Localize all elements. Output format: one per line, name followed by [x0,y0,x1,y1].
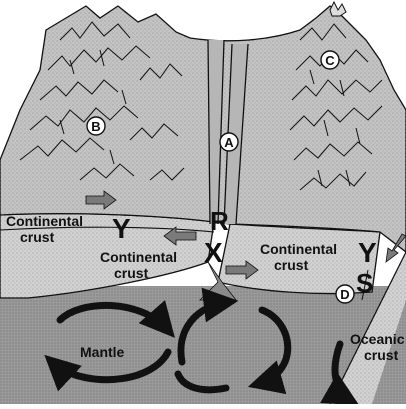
svg-text:D: D [340,287,349,302]
letter-x: X [204,237,223,268]
circled-label-a: A [220,133,238,151]
circled-label-c: C [321,51,339,69]
svg-text:A: A [224,135,234,150]
circled-label-d: D [336,285,354,303]
letter-s: S [356,268,373,298]
letter-y-left: Y [112,213,131,244]
letter-r: R [210,206,229,236]
svg-text:C: C [325,53,335,68]
label-mantle: Mantle [80,344,125,360]
svg-text:B: B [91,119,100,134]
circled-label-b: B [87,117,105,135]
treetop-sketch [330,2,346,16]
letter-y-right: Y [358,237,377,268]
